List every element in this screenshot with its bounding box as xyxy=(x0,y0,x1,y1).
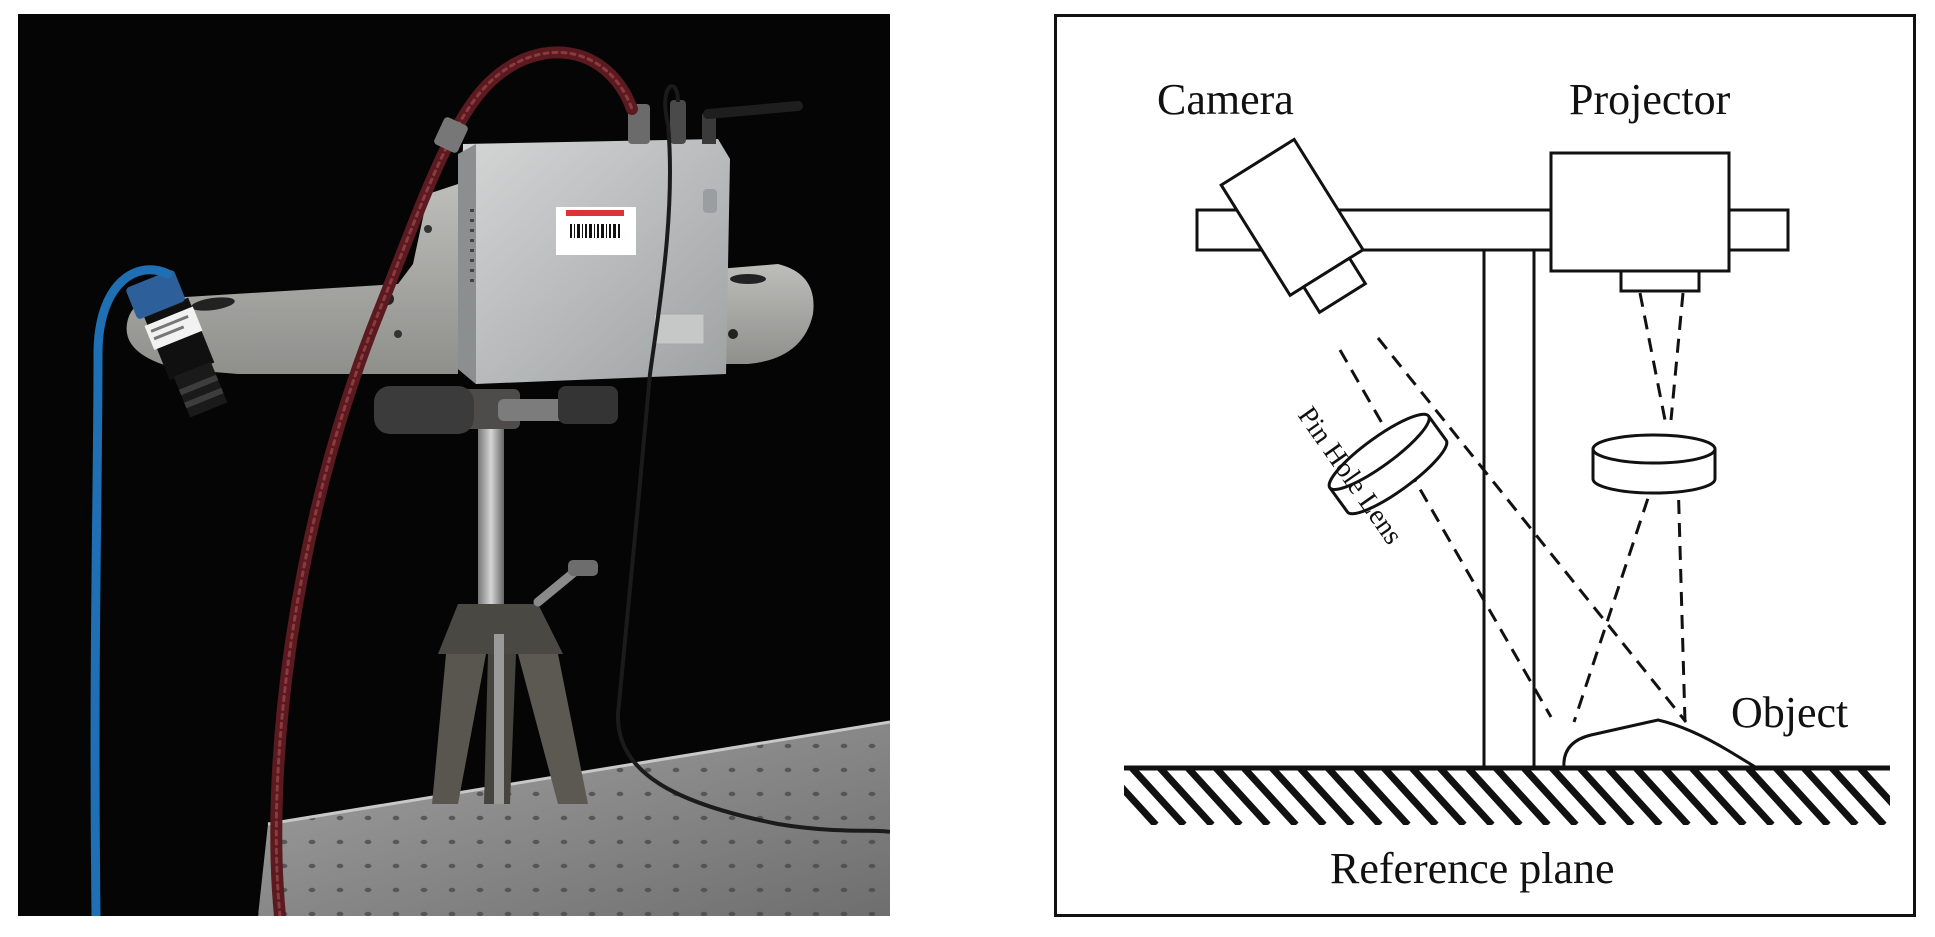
object-label: Object xyxy=(1731,688,1848,737)
camera-body xyxy=(1219,137,1368,315)
setup-photo-illustration xyxy=(18,14,890,916)
projector xyxy=(1549,151,1731,293)
setup-photo xyxy=(18,14,890,916)
pin-hole-lens xyxy=(1327,412,1449,516)
reference-plane-ground xyxy=(1124,765,1890,825)
support-post xyxy=(1482,248,1536,770)
object xyxy=(1562,718,1758,770)
measurement-schematic: Camera Projector Pin Hole Lens Object Re… xyxy=(1054,14,1916,917)
camera-label: Camera xyxy=(1157,75,1294,124)
tripod xyxy=(374,386,618,804)
camera xyxy=(126,270,228,418)
reference-plane-label: Reference plane xyxy=(1330,844,1615,893)
usb-cable xyxy=(90,265,173,916)
light-paths xyxy=(1338,292,1688,723)
projector-lens xyxy=(1591,433,1717,495)
power-cable xyxy=(615,84,890,834)
braided-cable xyxy=(270,46,638,916)
projector-housing xyxy=(458,100,803,384)
projector-label: Projector xyxy=(1569,75,1731,124)
schematic-drawing: Camera Projector Pin Hole Lens Object Re… xyxy=(1124,75,1890,893)
